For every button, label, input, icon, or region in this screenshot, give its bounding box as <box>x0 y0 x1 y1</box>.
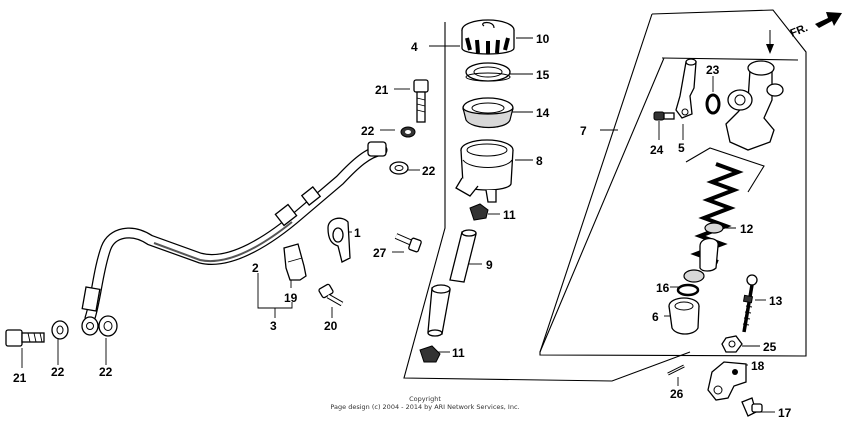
callout-7: 7 <box>580 124 587 138</box>
callout-22-upper: 22 <box>361 124 375 138</box>
screw-part-24 <box>653 111 675 121</box>
cotter-pin-part-26 <box>667 364 685 376</box>
diaphragm-part-14 <box>462 97 514 129</box>
callout-22-left: 22 <box>51 365 65 379</box>
callout-10: 10 <box>536 32 550 46</box>
callout-11-upper: 11 <box>503 208 516 222</box>
copyright-title: Copyright <box>409 395 441 403</box>
callout-2: 2 <box>252 261 259 275</box>
o-ring-part-23 <box>705 93 721 115</box>
clamp-part-1 <box>327 217 351 263</box>
callout-18: 18 <box>751 359 765 373</box>
bolt-part-27 <box>394 233 422 253</box>
reservoir-hose-part-9 <box>427 229 477 337</box>
callout-3: 3 <box>270 319 277 333</box>
callout-24: 24 <box>650 143 664 157</box>
callout-11-lower: 11 <box>452 346 465 360</box>
front-arrow-icon <box>815 12 842 28</box>
bolt-part-21-upper <box>413 79 429 123</box>
washer-part-22-left <box>51 320 69 340</box>
callout-6: 6 <box>652 310 659 324</box>
reservoir-part-8 <box>455 139 514 203</box>
callout-17: 17 <box>778 406 792 420</box>
snap-ring-part-16 <box>676 283 700 297</box>
callout-1: 1 <box>354 226 361 240</box>
callout-4: 4 <box>411 40 418 54</box>
callout-19: 19 <box>284 291 298 305</box>
master-cylinder-frame <box>539 9 807 357</box>
callout-15: 15 <box>536 68 550 82</box>
reservoir-cap-part-10 <box>461 19 515 55</box>
callout-26: 26 <box>670 387 684 401</box>
washer-part-22-lower <box>389 161 409 175</box>
washer-part-22-upper <box>400 126 416 138</box>
callout-labels: 4 10 15 14 8 11 9 11 21 22 22 1 27 2 19 … <box>13 32 792 420</box>
master-cylinder-body <box>725 30 784 151</box>
clevis-part-18 <box>707 361 747 401</box>
joint-pin-part-17 <box>741 397 763 417</box>
piston-set-part-12 <box>683 147 765 283</box>
front-label: FR. <box>789 22 810 40</box>
callout-13: 13 <box>769 294 783 308</box>
callout-21-lower: 21 <box>13 371 27 385</box>
diaphragm-plate-part-15 <box>465 62 511 82</box>
callout-22-right: 22 <box>99 365 113 379</box>
callout-14: 14 <box>536 106 550 120</box>
callout-12: 12 <box>740 222 754 236</box>
copyright-text: Page design (c) 2004 - 2014 by ARI Netwo… <box>330 403 519 411</box>
callout-22-lower: 22 <box>422 164 436 178</box>
brake-hose <box>81 141 388 336</box>
callout-16: 16 <box>656 281 670 295</box>
clamp-part-19 <box>283 243 307 281</box>
joint-part-5 <box>675 58 697 119</box>
bolt-part-20 <box>318 283 344 307</box>
callout-8: 8 <box>536 154 543 168</box>
clip-part-11-lower <box>419 345 441 363</box>
callout-21-upper: 21 <box>375 83 389 97</box>
front-direction-indicator: FR. <box>789 12 842 40</box>
callout-5: 5 <box>678 141 685 155</box>
callout-9: 9 <box>486 258 493 272</box>
callout-27: 27 <box>373 246 387 260</box>
boot-part-6 <box>668 297 700 335</box>
washer-part-22-right <box>98 315 118 337</box>
reservoir-assembly-frame <box>403 22 691 382</box>
clip-part-11-upper <box>469 203 489 221</box>
nut-part-25 <box>721 335 743 353</box>
copyright-footer: Copyright Page design (c) 2004 - 2014 by… <box>330 395 519 411</box>
push-rod-part-13 <box>742 274 758 333</box>
bolt-part-21-lower <box>5 329 45 347</box>
callout-23: 23 <box>706 63 720 77</box>
callout-20: 20 <box>324 319 338 333</box>
callout-25: 25 <box>763 340 777 354</box>
